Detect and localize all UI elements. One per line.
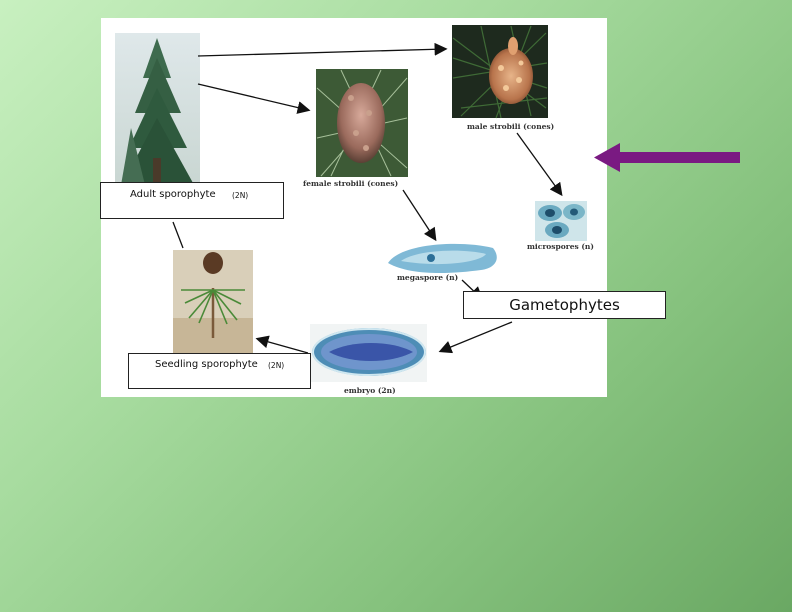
seedling-sporophyte-label: Seedling sporophyte (2N) (128, 353, 311, 389)
microspores-image (535, 201, 587, 241)
male-strobili-image (452, 25, 548, 119)
cycle-arrows (172, 42, 563, 354)
seedling-image (173, 250, 253, 354)
seedling-ploidy-text: (2N) (268, 361, 285, 370)
male-strobili-caption: male strobili (cones) (467, 122, 554, 131)
adult-sporophyte-text: Adult sporophyte (130, 189, 216, 200)
microspores-caption: microspores (n) (527, 242, 594, 251)
gametophytes-label: Gametophytes (463, 291, 666, 319)
adult-tree-image (115, 33, 200, 185)
life-cycle-diagram: male strobili (cones) female strobili (c… (101, 18, 607, 397)
adult-ploidy-text: (2N) (232, 191, 249, 200)
seedling-sporophyte-text: Seedling sporophyte (155, 359, 258, 370)
megaspore-image (388, 243, 497, 274)
life-cycle-svg: male strobili (cones) female strobili (c… (115, 25, 594, 395)
adult-sporophyte-label: Adult sporophyte (2N) (100, 182, 284, 219)
megaspore-caption: megaspore (n) (397, 273, 458, 282)
female-strobili-image (316, 69, 408, 177)
pointer-arrow-icon (594, 143, 740, 172)
embryo-image (310, 324, 427, 382)
female-strobili-caption: female strobili (cones) (303, 179, 398, 188)
embryo-caption: embryo (2n) (344, 386, 396, 395)
